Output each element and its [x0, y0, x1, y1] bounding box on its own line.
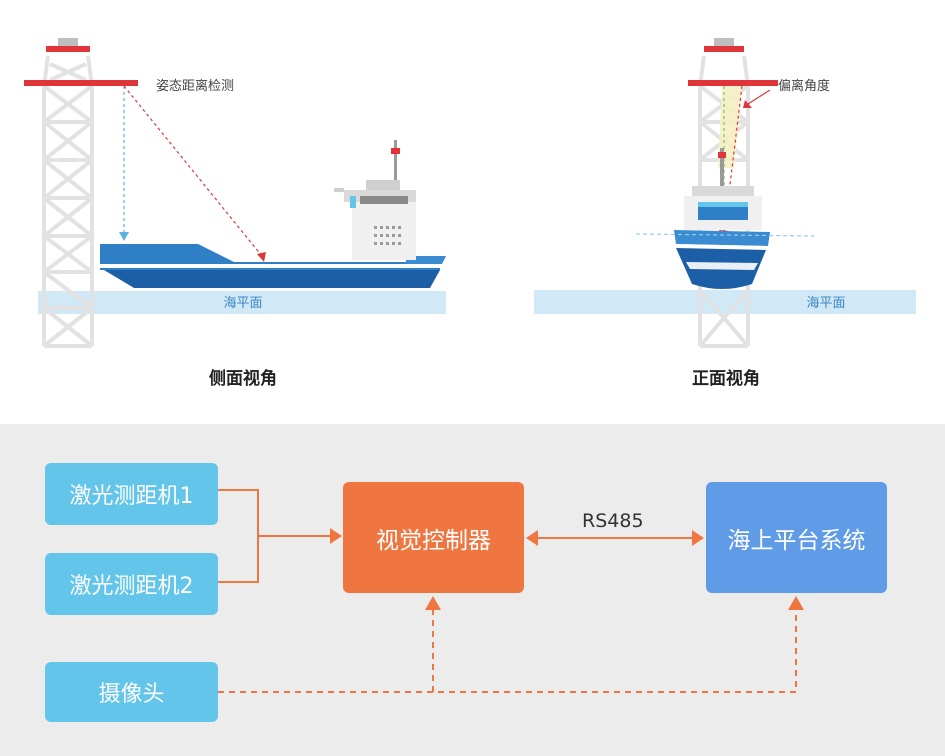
laser-rangefinder-1-box: 激光测距机1 [45, 463, 218, 525]
camera-to-controller-arrowhead [425, 596, 441, 610]
front-ship [674, 148, 770, 289]
lasers-to-controller-arrowhead [330, 528, 342, 544]
front-view-caption: 正面视角 [692, 369, 760, 389]
flow-connectors [218, 489, 804, 693]
camera-box: 摄像头 [45, 662, 218, 722]
front-deviation-line [723, 85, 743, 235]
front-platform-beam [688, 80, 778, 86]
laser-rangefinder-2-box: 激光测距机2 [45, 553, 218, 615]
rs485-label: RS485 [582, 510, 644, 532]
rs485-left-arrowhead [526, 530, 538, 546]
front-sea-band [534, 290, 916, 314]
side-ship [100, 140, 446, 288]
illustration-panel: 姿态距离检测 海平面 偏离角度 海平面 侧面视角 正面视角 [24, 38, 916, 389]
rs485-right-arrowhead [692, 530, 704, 546]
front-horizon-line [635, 233, 815, 237]
front-angle-pointer [747, 89, 771, 105]
camera-to-platform-arrowhead [788, 596, 804, 610]
front-angle-label: 偏离角度 [778, 78, 830, 94]
laser1-connector [218, 489, 259, 536]
side-view-caption: 侧面视角 [209, 369, 277, 389]
side-vertical-arrowhead [119, 232, 129, 241]
side-sea-label: 海平面 [223, 296, 262, 311]
side-tower [42, 55, 94, 348]
offshore-platform-system-box: 海上平台系统 [706, 482, 887, 593]
front-tower-red-cap [704, 46, 744, 52]
front-sea-label: 海平面 [806, 296, 845, 311]
flow-panel: 激光测距机1 激光测距机2 摄像头 视觉控制器 海上平台系统 RS485 [0, 424, 945, 756]
illustration-svg: 姿态距离检测 海平面 偏离角度 海平面 [24, 38, 916, 348]
side-tower-red-cap [46, 46, 90, 52]
side-tower-top [58, 38, 78, 46]
side-measure-label: 姿态距离检测 [156, 78, 234, 94]
laser2-connector [218, 536, 259, 583]
front-angle-pointer-head [743, 100, 752, 108]
side-diagonal-arrowhead [257, 252, 266, 262]
camera-connector [218, 606, 797, 693]
side-diagonal-beam [123, 85, 263, 257]
side-platform-beam [24, 80, 138, 86]
front-tower-top [714, 38, 734, 46]
side-sea-band [38, 291, 446, 314]
vision-controller-box: 视觉控制器 [343, 482, 524, 593]
